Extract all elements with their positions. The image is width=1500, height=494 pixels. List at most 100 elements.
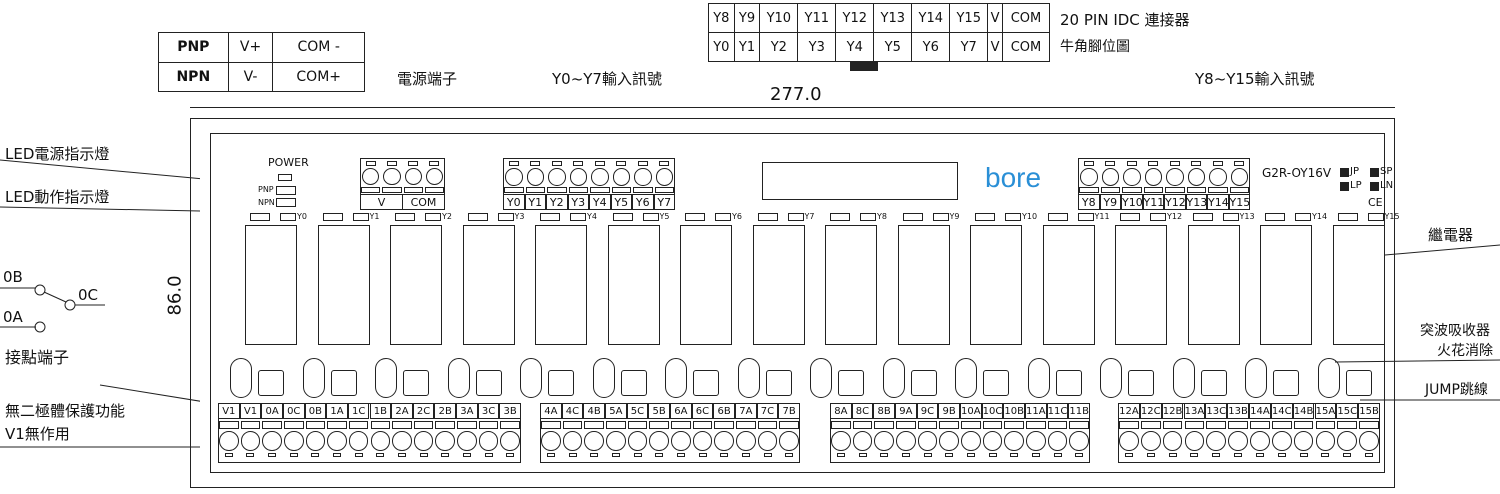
led-indicator — [1150, 213, 1166, 221]
terminal-label: Y15 — [1228, 194, 1251, 210]
surge-absorber — [1172, 358, 1195, 398]
terminal-tab — [988, 453, 997, 457]
led-indicator — [1265, 213, 1285, 221]
jumper — [1200, 370, 1227, 396]
terminal-screw — [1069, 431, 1089, 451]
led-label: Y15 — [1384, 212, 1400, 221]
surge-absorber — [520, 358, 542, 398]
output-terminal-label: 11C — [1046, 403, 1069, 419]
terminal-screw — [370, 431, 391, 451]
idc-pin: COM — [1001, 3, 1051, 33]
terminal-clamp — [370, 421, 391, 429]
terminal-tab — [698, 453, 707, 457]
contact-0a: 0A — [3, 308, 23, 326]
y0-y7-label: Y0~Y7輸入訊號 — [552, 70, 662, 88]
terminal-screw — [1337, 431, 1358, 451]
led-indicator — [685, 213, 705, 221]
terminal-tab — [546, 453, 555, 457]
terminal-tab — [246, 453, 255, 457]
output-terminal-label: V1 — [239, 403, 262, 419]
terminal-clamp — [736, 421, 756, 429]
contact-0b: 0B — [3, 268, 23, 286]
relay — [390, 225, 442, 345]
output-terminal-label: 11B — [1068, 403, 1090, 419]
terminal-screw — [1026, 431, 1046, 451]
indicator-label: LP — [1350, 180, 1362, 191]
terminal-label: Y0 — [503, 194, 525, 210]
terminal-clamp — [568, 187, 588, 193]
indicator-label: JP — [1350, 166, 1359, 177]
contact-symbol-icon — [0, 159, 200, 448]
led-label: Y11 — [1094, 212, 1110, 221]
output-terminal-label: 11A — [1025, 403, 1047, 419]
terminal-screw — [1230, 168, 1248, 186]
cell: PNP — [158, 32, 229, 63]
terminal-clamp — [1004, 421, 1024, 429]
relay — [680, 225, 732, 345]
output-terminal-label: 4C — [561, 403, 584, 419]
relay — [317, 225, 370, 345]
contact-terminal-label: 接點端子 — [5, 348, 70, 367]
relay — [1260, 225, 1312, 345]
terminal-label: Y14 — [1207, 194, 1229, 210]
terminal-screw — [1206, 431, 1227, 451]
terminal-screw — [714, 431, 734, 451]
idc-pin: Y7 — [949, 32, 989, 62]
terminal-screw — [562, 431, 583, 451]
terminal-clamp — [874, 421, 894, 429]
pnp-npn-switch-2[interactable] — [276, 198, 296, 207]
terminal-tab — [616, 161, 627, 166]
output-terminal-label: 12C — [1139, 403, 1162, 419]
terminal-tab — [785, 453, 794, 457]
terminal-screw — [649, 431, 669, 451]
terminal-screw — [240, 431, 261, 451]
led-indicator — [1005, 213, 1021, 221]
terminal-tab — [462, 453, 471, 457]
model-label: G2R-OY16V — [1262, 166, 1332, 180]
terminal-screw — [283, 431, 304, 451]
power-label: POWER — [268, 156, 309, 169]
terminal-screw — [757, 431, 778, 451]
idc-pin: V — [987, 32, 1003, 62]
terminal-tab — [741, 453, 750, 457]
terminal-screw — [606, 431, 626, 451]
terminal-tab — [408, 161, 419, 166]
terminal-screw — [1209, 168, 1227, 186]
terminal-screw — [305, 431, 326, 451]
board-outline — [190, 118, 1395, 488]
output-terminal-label: 15C — [1336, 403, 1359, 419]
pnp-npn-switch[interactable] — [276, 186, 296, 195]
terminal-screw — [655, 168, 673, 186]
terminal-clamp — [1119, 421, 1139, 429]
board — [210, 133, 1385, 473]
relay — [535, 225, 587, 345]
idc-pin: Y0 — [708, 32, 735, 62]
relay — [1115, 225, 1167, 345]
idc-pin: Y3 — [797, 32, 837, 62]
terminal-tab — [590, 453, 599, 457]
output-terminal-label: 14A — [1249, 403, 1271, 419]
output-terminal-label: 6B — [713, 403, 735, 419]
relay — [897, 225, 950, 345]
dimension-line — [190, 107, 1395, 108]
terminal-clamp — [714, 421, 734, 429]
terminal-screw — [1047, 431, 1068, 451]
terminal-clamp — [1271, 421, 1292, 429]
terminal-tab — [655, 453, 664, 457]
terminal-clamp — [283, 421, 304, 429]
idc-pin: COM — [1001, 32, 1051, 62]
terminal-clamp — [1026, 421, 1046, 429]
cell: COM - — [272, 32, 365, 63]
terminal-tab — [966, 453, 975, 457]
led-indicator — [860, 213, 876, 221]
terminal-screw — [457, 431, 477, 451]
cell: NPN — [158, 61, 229, 92]
output-terminal-label: 5B — [648, 403, 670, 419]
output-terminal-label: 4B — [583, 403, 605, 419]
terminal-tab — [573, 161, 584, 166]
output-terminal-label: 13A — [1183, 403, 1206, 419]
terminal-tab — [633, 453, 642, 457]
terminal-clamp — [611, 187, 631, 193]
output-terminal-label: 3C — [477, 403, 500, 419]
terminal-screw — [1162, 431, 1183, 451]
